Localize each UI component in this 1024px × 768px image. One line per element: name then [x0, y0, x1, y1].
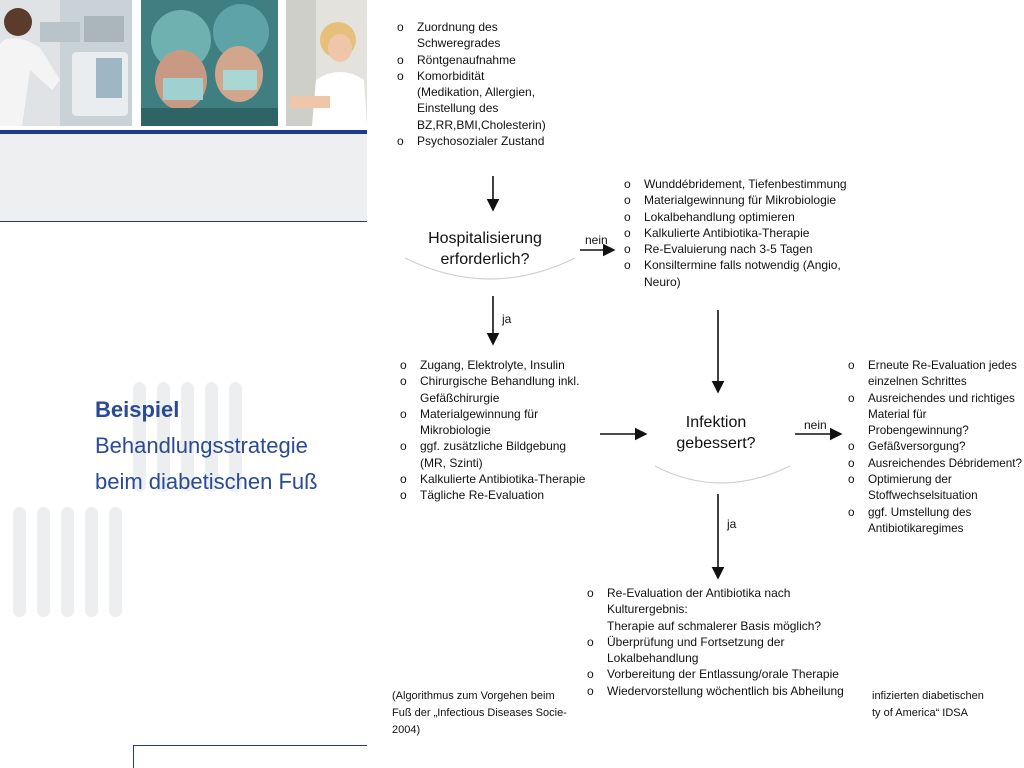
- inpatient-box: Zugang, Elektrolyte, Insulin Chirurgisch…: [396, 357, 596, 504]
- list-item: ggf. zusätzliche Bildgebung: [396, 438, 596, 455]
- list-item: Kalkulierte Antibiotika-Therapie: [396, 471, 596, 488]
- decor-stripe: [85, 507, 98, 617]
- list-item: Kulturergebnis:: [607, 602, 688, 617]
- footer-divider-tick: [133, 745, 134, 768]
- list-item: Vorbereitung der Entlassung/orale Therap…: [583, 666, 853, 683]
- list-item: BZ,RR,BMI,Cholesterin): [417, 117, 546, 132]
- decision-line: Infektion: [685, 414, 747, 431]
- caption-line: infizierten diabetischen: [872, 690, 984, 702]
- label-ja: ja: [727, 517, 737, 531]
- caption-line: ty of America“ IDSA: [872, 707, 968, 719]
- list-item: Chirurgische Behandlung inkl.: [396, 373, 596, 390]
- caption-line: Fuß der „Infectious Diseases Socie-: [392, 707, 567, 719]
- decor-stripe: [133, 382, 146, 492]
- list-item: Überprüfung und Fortsetzung der: [583, 634, 853, 651]
- decor-stripe: [109, 507, 122, 617]
- list-item: Gefäßversorgung?: [844, 439, 1024, 456]
- decor-stripe: [157, 382, 170, 492]
- list-item: Röntgenaufnahme: [393, 52, 603, 69]
- list-item: Lokalbehandlung optimieren: [620, 209, 865, 226]
- slide-title-bold: Beispiel: [95, 397, 180, 422]
- list-item: Schweregrades: [417, 36, 501, 51]
- source-caption-left: (Algorithmus zum Vorgehen beim Fuß der „…: [392, 688, 582, 739]
- list-item: Optimierung der: [844, 472, 1024, 489]
- list-item: Zuordnung des: [393, 19, 603, 36]
- photo-surgeons: [141, 0, 278, 126]
- list-item: ggf. Umstellung des: [844, 505, 1024, 522]
- list-item: Einstellung des: [417, 101, 499, 116]
- header-band-line: [0, 221, 367, 222]
- list-item: Erneute Re-Evaluation jedes: [844, 358, 1024, 375]
- list-item: Materialgewinnung für Mikrobiologie: [620, 192, 865, 209]
- list-item: Komorbidität: [393, 68, 603, 85]
- list-item: Tägliche Re-Evaluation: [396, 487, 596, 504]
- decor-stripe: [205, 382, 218, 492]
- decor-stripe: [13, 507, 26, 617]
- slide-title-line: beim diabetischen Fuß: [95, 469, 318, 494]
- label-nein: nein: [585, 233, 608, 247]
- label-nein: nein: [804, 418, 827, 432]
- assessment-box: Zuordnung des Schweregrades Röntgenaufna…: [393, 19, 603, 150]
- decision-curve: [404, 257, 576, 280]
- slide-title-line: Behandlungsstrategie: [95, 433, 308, 458]
- slide-title: Beispiel Behandlungsstrategie beim diabe…: [95, 392, 318, 500]
- list-item: Zugang, Elektrolyte, Insulin: [396, 357, 596, 374]
- list-item: einzelnen Schrittes: [868, 375, 967, 389]
- label-ja: ja: [502, 312, 512, 326]
- footer-divider: [133, 745, 367, 746]
- list-item: Mikrobiologie: [420, 423, 491, 438]
- decision-hospitalization: Hospitalisierung erforderlich?: [410, 228, 560, 270]
- caption-line: (Algorithmus zum Vorgehen beim: [392, 690, 555, 702]
- list-item: Antibiotikaregimes: [868, 521, 964, 535]
- list-item: Konsiltermine falls notwendig (Angio,: [620, 257, 865, 274]
- decor-stripe: [37, 507, 50, 617]
- decision-line: Hospitalisierung: [428, 230, 542, 247]
- list-item: Materialgewinnung für: [396, 406, 596, 423]
- list-item: Wiedervorstellung wöchentlich bis Abheil…: [583, 683, 853, 700]
- decor-stripe: [229, 382, 242, 492]
- improved-box: Re-Evaluation der Antibiotika nach Kultu…: [583, 585, 853, 699]
- list-item: (Medikation, Allergien,: [417, 85, 536, 100]
- list-item: Ausreichendes Débridement?: [844, 456, 1024, 473]
- caption-line: 2004): [392, 724, 421, 736]
- list-item: Ausreichendes und richtiges: [844, 391, 1024, 408]
- photo-nurse: [286, 0, 367, 126]
- list-item: Stoffwechselsituation: [868, 489, 978, 503]
- list-item: Psychosozialer Zustand: [393, 133, 603, 150]
- decision-line: erforderlich?: [440, 251, 530, 268]
- list-item: Lokalbehandlung: [607, 651, 699, 666]
- source-caption-right: infizierten diabetischen ty of America“ …: [872, 688, 1022, 722]
- list-item: Re-Evaluation der Antibiotika nach: [583, 585, 853, 602]
- decor-stripe: [61, 507, 74, 617]
- list-item: (MR, Szinti): [420, 455, 483, 470]
- header-divider: [0, 130, 367, 134]
- list-item: Therapie auf schmalerer Basis möglich?: [607, 618, 822, 633]
- decision-line: gebessert?: [676, 435, 756, 452]
- list-item: Wunddébridement, Tiefenbestimmung: [620, 176, 865, 193]
- decor-stripe: [181, 382, 194, 492]
- header-band: [0, 134, 367, 221]
- photo-lab-technician: [0, 0, 132, 126]
- re-evaluation-box: Erneute Re-Evaluation jedes einzelnen Sc…: [844, 358, 1024, 537]
- decision-curve: [654, 465, 791, 484]
- list-item: Kalkulierte Antibiotika-Therapie: [620, 225, 865, 242]
- list-item: Probengewinnung?: [868, 424, 969, 438]
- list-item: Re-Evaluierung nach 3-5 Tagen: [620, 241, 865, 258]
- decision-infection: Infektion gebessert?: [650, 412, 782, 454]
- list-item: Gefäßchirurgie: [420, 390, 500, 405]
- list-item: Material für: [868, 407, 927, 421]
- outpatient-box: Wunddébridement, Tiefenbestimmung Materi…: [620, 176, 865, 290]
- list-item: Neuro): [644, 274, 681, 289]
